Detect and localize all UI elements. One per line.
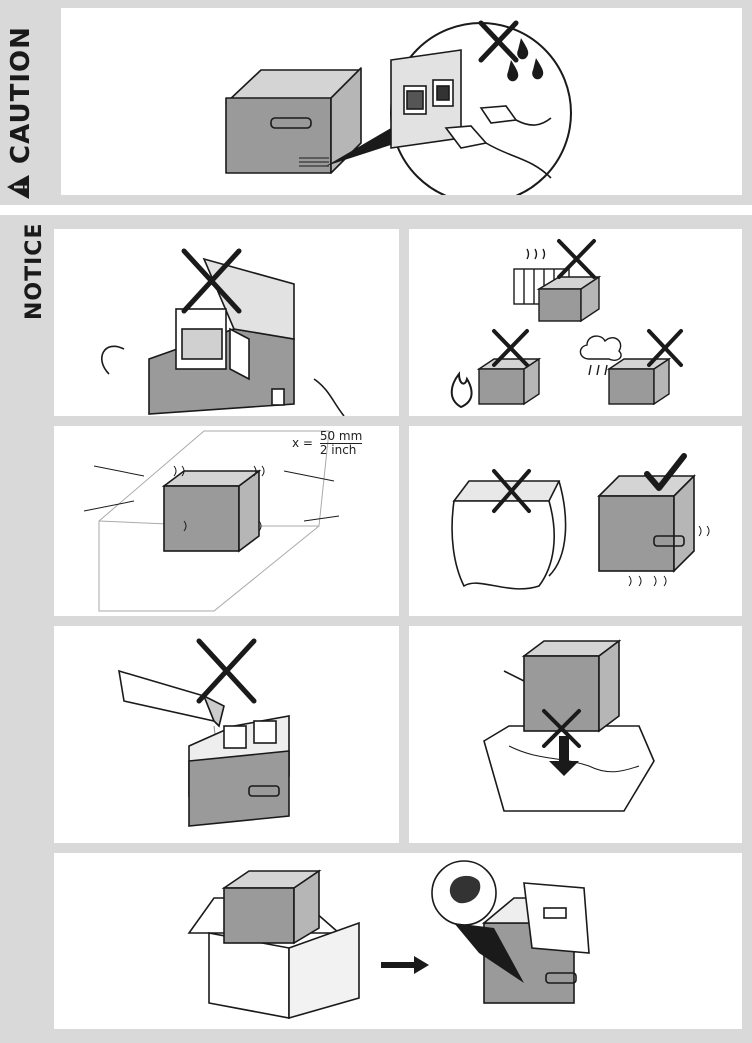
cleaning-cloth-icon [449, 875, 481, 904]
panel-no-cover [409, 426, 742, 616]
caution-panel [61, 8, 742, 195]
panel-no-liquid [54, 626, 399, 843]
warning-triangle-icon [6, 174, 37, 200]
water-drops-icon [507, 38, 544, 82]
panel-unpack-and-clean [54, 853, 742, 1029]
check-mark-icon [644, 453, 687, 491]
clearance-metric: 50 mm [319, 429, 363, 444]
panel-no-heat-sources [409, 229, 742, 416]
cross-mark-icon [542, 709, 581, 748]
panel-no-coffee-maker [54, 229, 399, 416]
caution-text: CAUTION [6, 26, 36, 164]
cooler-illustration [225, 67, 362, 174]
rain-cloud-icon [579, 335, 622, 376]
cross-mark-icon [492, 239, 683, 367]
panel-clearance: x = 50 mm 2 inch [54, 426, 399, 616]
cross-mark-icon [478, 20, 519, 63]
arrow-down-icon [549, 736, 579, 776]
clearance-imperial: 2 inch [319, 443, 357, 457]
cross-mark-icon [196, 638, 257, 704]
cross-mark-icon [181, 248, 242, 314]
arrow-right-icon [381, 956, 429, 974]
cross-mark-icon [492, 469, 531, 513]
caution-label: CAUTION [6, 26, 46, 400]
panel-no-immersion [409, 626, 742, 843]
flame-icon [450, 371, 473, 409]
notice-label: NOTICE [22, 222, 47, 320]
clearance-formula: x = 50 mm 2 inch [292, 429, 363, 457]
